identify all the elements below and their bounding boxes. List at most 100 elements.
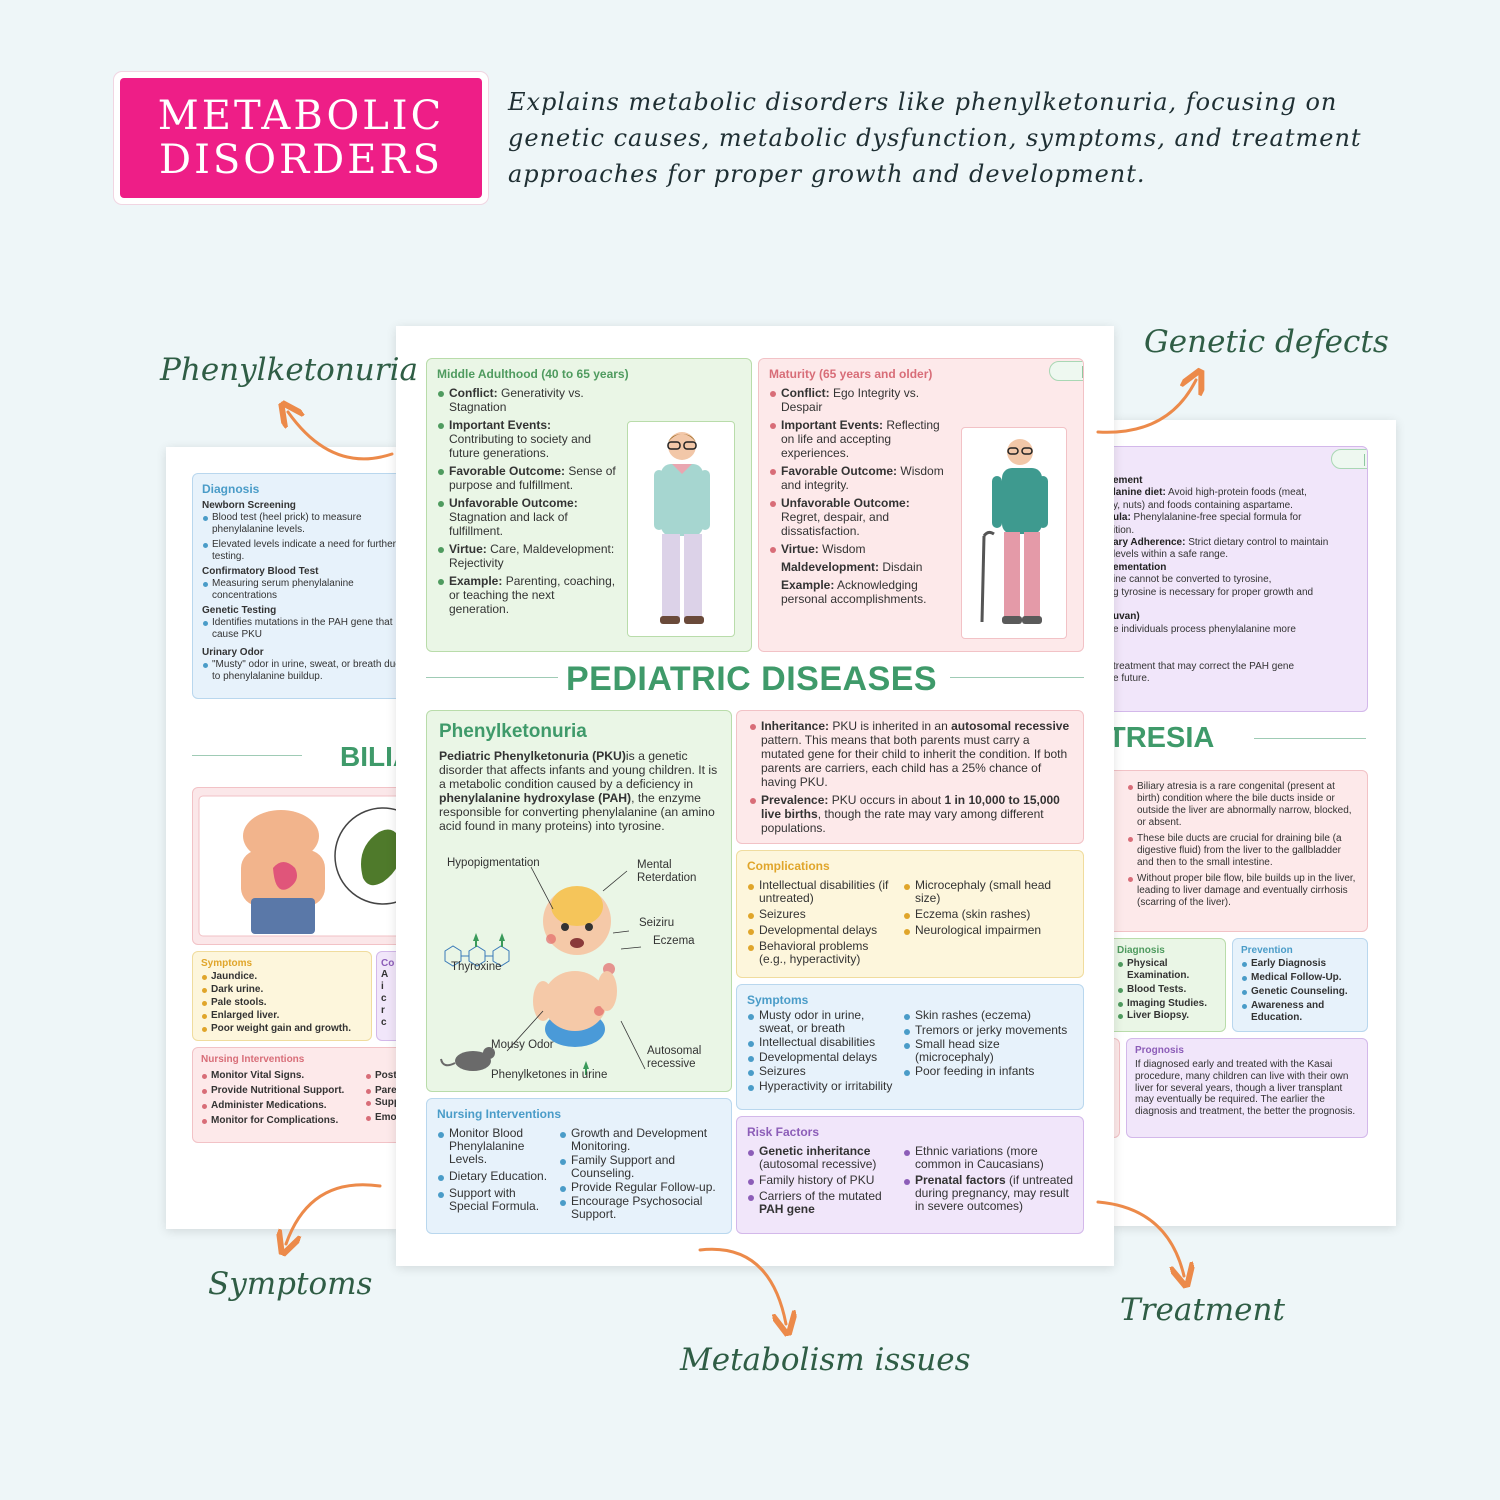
list-item: Inheritance: PKU is inherited in an auto… <box>749 719 1073 789</box>
section-rule <box>950 677 1084 678</box>
nursing-title: Nursing Interventions <box>201 1054 305 1065</box>
list-item: Family Support and Counseling. <box>559 1154 727 1180</box>
biliary-anatomy-illustration <box>198 795 398 937</box>
list-item: Liver Biopsy. <box>1117 1010 1217 1022</box>
list-item: Jaundice. <box>201 971 363 983</box>
list-item: Dark urine. <box>201 984 363 996</box>
figure-label-thyroxine: Thyroxine <box>451 961 502 973</box>
arrow-treatment <box>1096 1200 1184 1276</box>
list-item: Virtue: Care, Maldevelopment: Rejectivit… <box>437 542 617 570</box>
list-item: Imaging Studies. <box>1117 998 1217 1010</box>
list-item: Dietary Education. <box>437 1170 555 1183</box>
item-label: Virtue: <box>781 542 819 556</box>
maturity-title: Maturity (65 years and older) <box>769 367 933 381</box>
section-rule <box>426 677 558 678</box>
prognosis-card: Prognosis If diagnosed early and treated… <box>1126 1038 1368 1138</box>
management-line: ary Adherence: Strict dietary control to… <box>1113 537 1359 549</box>
complications-fragments: A i c r c <box>381 969 398 1029</box>
arrow-phenylketonuria <box>288 412 394 461</box>
list-item: Measuring serum phenylalanine concentrat… <box>202 578 398 602</box>
inheritance-list: Inheritance: PKU is inherited in an auto… <box>749 719 1073 835</box>
section-rule <box>1254 738 1366 739</box>
callout-treatment: Treatment <box>1120 1292 1285 1328</box>
nursing-list: Monitor Vital Signs. Provide Nutritional… <box>201 1070 357 1127</box>
list-item: Genetic inheritance (autosomal recessive… <box>747 1145 897 1171</box>
management-line: ition. <box>1113 525 1359 537</box>
list-item: Identifies mutations in the PAH gene tha… <box>202 617 398 641</box>
list-item: Behavioral problems (e.g., hyperactivity… <box>747 940 897 966</box>
diagnosis-list-right: Physical Examination. Blood Tests. Imagi… <box>1117 958 1217 1022</box>
list-item: Conflict: Generativity vs. Stagnation <box>437 386 617 414</box>
line-text: Avoid high-protein foods (meat, <box>1165 487 1307 499</box>
list-item: Poor weight gain and growth. <box>201 1023 363 1035</box>
maturity-card: Maturity (65 years and older) Conflict: … <box>758 358 1084 652</box>
line-label: ementation <box>1113 561 1167 573</box>
item-text: Wisdom <box>818 542 866 556</box>
list-item: Conflict: Ego Integrity vs. Despair <box>769 386 949 414</box>
diag-heading: Genetic Testing <box>202 605 277 616</box>
management-line: uvan) <box>1113 611 1359 623</box>
list-item: Intellectual disabilities <box>747 1036 897 1049</box>
line-text: g tyrosine is necessary for proper growt… <box>1113 586 1314 598</box>
title-badge-text: METABOLIC DISORDERS <box>157 93 445 183</box>
item-label: Conflict: <box>781 386 830 400</box>
label: autosomal recessive <box>951 719 1070 733</box>
complications-title: Complications <box>747 859 830 873</box>
line-text: e future. <box>1113 673 1150 685</box>
management-line: ement <box>1113 475 1359 487</box>
item-label: Genetic inheritance <box>759 1144 871 1158</box>
management-line: treatment that may correct the PAH gene <box>1113 661 1359 673</box>
list-item: Early Diagnosis <box>1241 958 1359 970</box>
list-item: Medical Follow-Up. <box>1241 972 1359 984</box>
list-item: Administer Medications. <box>201 1100 357 1112</box>
management-line: lanine diet: Avoid high-protein foods (m… <box>1113 487 1359 499</box>
management-line: e future. <box>1113 673 1359 685</box>
arrow-metabolism <box>698 1247 786 1324</box>
list-item: Skin rashes (eczema) <box>903 1009 1073 1022</box>
list-item: Unfavorable Outcome: Regret, despair, an… <box>769 496 949 538</box>
list-item: Poor feeding in infants <box>903 1065 1073 1078</box>
line-text: y, nuts) and foods containing aspartame. <box>1113 499 1293 511</box>
fragment-text: c <box>381 1017 387 1028</box>
item-label: Unfavorable Outcome: <box>781 496 910 510</box>
item-text: Acknowledging personal accomplishments. <box>781 578 927 606</box>
sheet-biliary-left: Diagnosis Newborn Screening Blood test (… <box>166 447 398 1229</box>
list-item: Pare <box>365 1085 398 1097</box>
risk-factors-card: Risk Factors Genetic inheritance (autoso… <box>736 1116 1084 1234</box>
figure-label-autosomal: Autosomal recessive <box>647 1045 702 1070</box>
middle-adulthood-card: Middle Adulthood (40 to 65 years) Confli… <box>426 358 752 652</box>
middle-adulthood-title: Middle Adulthood (40 to 65 years) <box>437 367 629 381</box>
list-item: Seizures <box>747 1065 897 1078</box>
management-line: ine cannot be converted to tyrosine, <box>1113 574 1359 586</box>
middle-adult-illustration-frame <box>627 421 735 637</box>
list-item: Virtue: Wisdom <box>769 542 949 556</box>
list-item: Carriers of the mutated PAH gene <box>747 1190 897 1216</box>
management-line: ula: Phenylalanine-free special formula … <box>1113 512 1359 524</box>
item-label: Important Events: <box>449 418 552 432</box>
symptoms-list: Jaundice. Dark urine. Pale stools. Enlar… <box>201 971 363 1035</box>
tab-pill <box>1331 449 1367 469</box>
diagnosis-title-right: Diagnosis <box>1117 945 1165 956</box>
item-label: Example: <box>449 574 503 588</box>
item-text: Ego Integrity vs. Despair <box>781 386 920 414</box>
title-badge-fill: METABOLIC DISORDERS <box>120 78 482 198</box>
list-item: Blood test (heel prick) to measure pheny… <box>202 512 398 536</box>
figure-label-hypopigmentation: Hypopigmentation <box>447 857 540 869</box>
item-label: Example: <box>781 578 835 592</box>
line-text: levels within a safe range. <box>1113 549 1229 561</box>
title-badge: METABOLIC DISORDERS <box>114 72 488 204</box>
callout-phenylketonuria: Phenylketonuria <box>160 352 418 388</box>
elderly-man-illustration <box>980 439 1048 624</box>
complications-card-fragment: Co A i c r c <box>376 951 398 1041</box>
item-text: (autosomal recessive) <box>759 1157 877 1171</box>
item-label: Conflict: <box>449 386 498 400</box>
diagnosis-content: Newborn Screening Blood test (heel prick… <box>202 500 398 683</box>
line-text: e individuals process phenylalanine more <box>1113 623 1296 635</box>
figure-label-mental: Mental Reterdation <box>637 859 697 884</box>
inheritance-card: Inheritance: PKU is inherited in an auto… <box>736 710 1084 844</box>
list-item: Biliary atresia is a rare congenital (pr… <box>1127 781 1359 829</box>
